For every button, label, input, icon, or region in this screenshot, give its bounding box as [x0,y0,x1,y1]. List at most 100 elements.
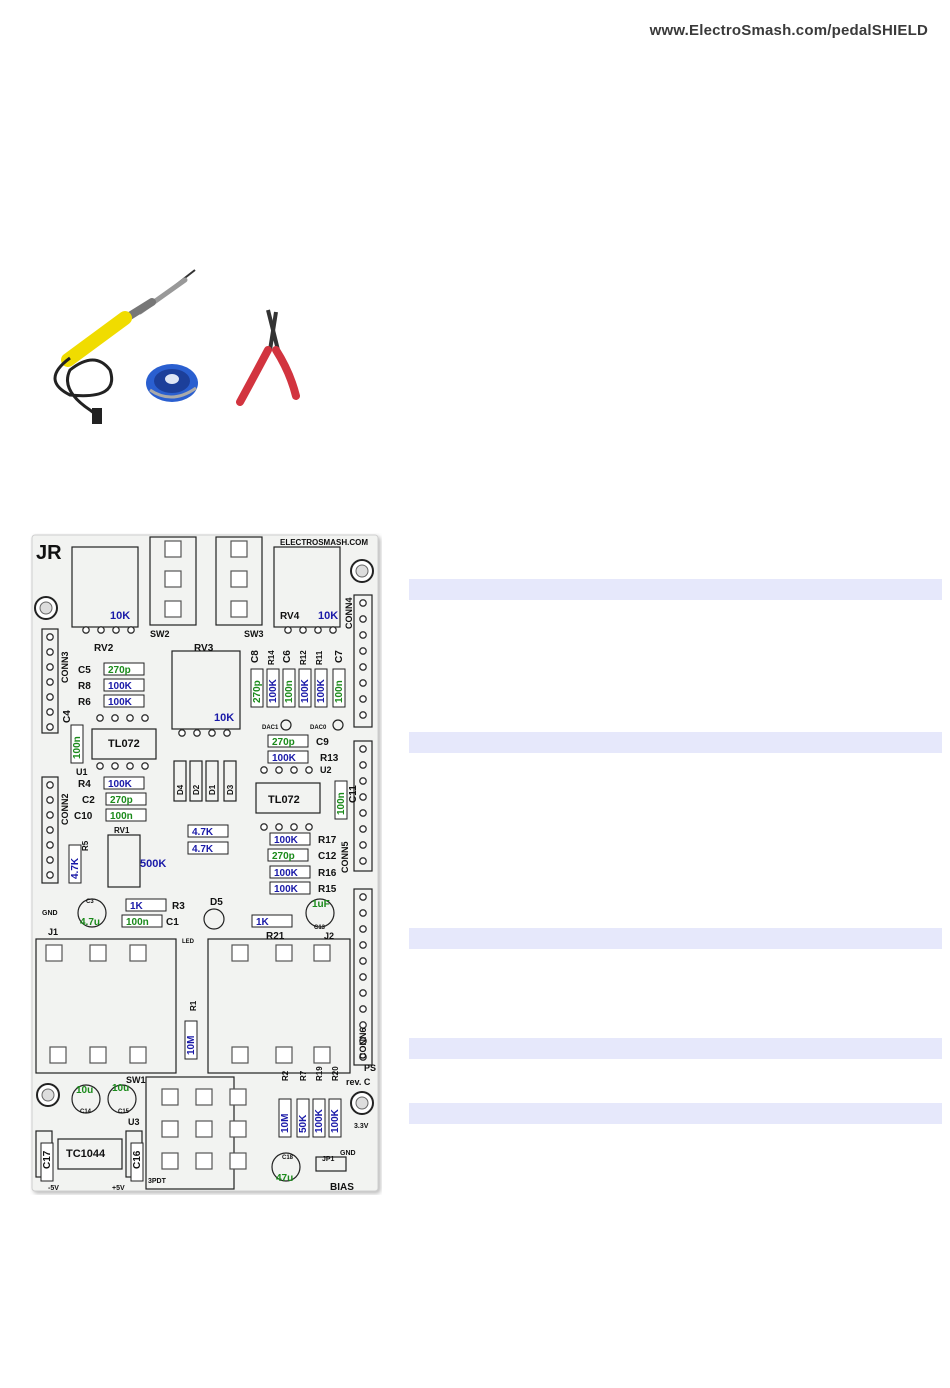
component-outline [328,1098,342,1138]
component-outline [332,668,346,708]
resistor-value: 4.7K [192,844,214,855]
ic-ref: U2 [320,765,332,775]
capacitor-value: 10u [112,1083,129,1094]
pot-ref: RV2 [94,643,114,654]
component-outline [187,841,229,855]
resistor-ref: R16 [318,868,337,879]
header-pin [305,823,313,831]
header-pin [111,714,119,722]
pot-value: 500K [140,858,166,870]
component-outline [103,678,145,692]
switch-label: SW3 [244,629,264,639]
header-pin [126,762,134,770]
connector-label: CONN6 [358,1027,368,1059]
component-outline [70,724,84,764]
jack-label: J1 [48,927,58,937]
capacitor-value: 100n [336,792,347,815]
resistor-value: 100K [330,1108,341,1133]
pot-ref: RV1 [114,826,130,835]
jack-label: JP1 [322,1156,335,1163]
header-pin [126,714,134,722]
resistor-ref: R17 [318,835,337,846]
switch-pads [45,540,331,1170]
header-pin [359,631,367,639]
capacitor-ref: C14 [80,1109,92,1115]
dac-label: DAC1 [262,725,279,731]
solder-wire-icon [146,364,198,402]
resistor-value: 50K [298,1114,309,1133]
header-pin [46,781,54,789]
site-url[interactable]: www.ElectroSmash.com/pedalSHIELD [649,22,928,39]
diode-label: D1 [208,784,217,795]
component-outline [103,694,145,708]
power-label: -5V [48,1185,59,1192]
header-pin [46,826,54,834]
header-pin [359,777,367,785]
component-outline [105,792,147,806]
capacitor-ref: C3 [86,899,94,905]
header-pin [359,809,367,817]
component-outline [296,1098,310,1138]
pot-ref: RV4 [280,611,300,622]
component-outline [125,898,167,912]
resistor-value: 1K [256,917,270,928]
component-outline [269,865,311,879]
capacitor-ref: C13 [314,925,326,931]
component-outline [269,881,311,895]
header-pin [208,729,216,737]
header-pin [275,823,283,831]
capacitor-ref: C9 [316,737,329,748]
header-pin [359,989,367,997]
resistor-value: 100K [314,1108,325,1133]
bias-label: BIAS [330,1182,354,1193]
header-pin [82,626,90,634]
capacitor-value: 270p [108,665,131,676]
resistor-ref: R2 [281,1070,290,1081]
diode-label: LED [182,939,195,945]
resistor-value: 100K [108,681,133,692]
component-outline [298,668,312,708]
component-outline [267,734,309,748]
capacitor-ref: C11 [348,785,359,803]
resistor-ref: R1 [189,1000,198,1011]
header-pin [359,1053,367,1061]
component-outline [121,914,163,928]
header-pin [46,708,54,716]
header-pin [329,626,337,634]
capacitor-value: 10u [76,1085,93,1096]
header-pin [46,633,54,641]
resistor-ref: R8 [78,681,91,692]
diode-label: D2 [192,784,201,795]
header-pin [299,626,307,634]
component-outline [103,776,145,790]
capacitor-ref: C12 [318,851,337,862]
header-pin [359,857,367,865]
header-pin [290,823,298,831]
capacitor-value: 270p [272,737,295,748]
pot-ref: RV3 [194,643,214,654]
header-pin [46,663,54,671]
header-pin [359,941,367,949]
resistor-value: 1K [130,901,144,912]
resistor-ref: R21 [266,931,285,942]
header-pin [359,711,367,719]
capacitor-ref: C6 [282,650,293,663]
header-pin [46,723,54,731]
electrolytic-capacitors [71,719,344,1182]
connector-label: CONN3 [60,651,70,683]
resistor-value: 100K [274,884,299,895]
resistor-ref: R20 [331,1066,340,1081]
component-outline [278,1098,292,1138]
resistor-ref: R12 [299,650,308,665]
pot-value: 10K [318,610,338,622]
header-pin [359,925,367,933]
component-outline [314,668,328,708]
resistor-ref: R14 [267,650,276,665]
power-label: +5V [112,1185,125,1192]
resistor-ref: R4 [78,779,91,790]
capacitor-ref: C10 [74,811,93,822]
header-pin [359,841,367,849]
header-pin [260,823,268,831]
resistor-value: 10M [280,1114,291,1133]
